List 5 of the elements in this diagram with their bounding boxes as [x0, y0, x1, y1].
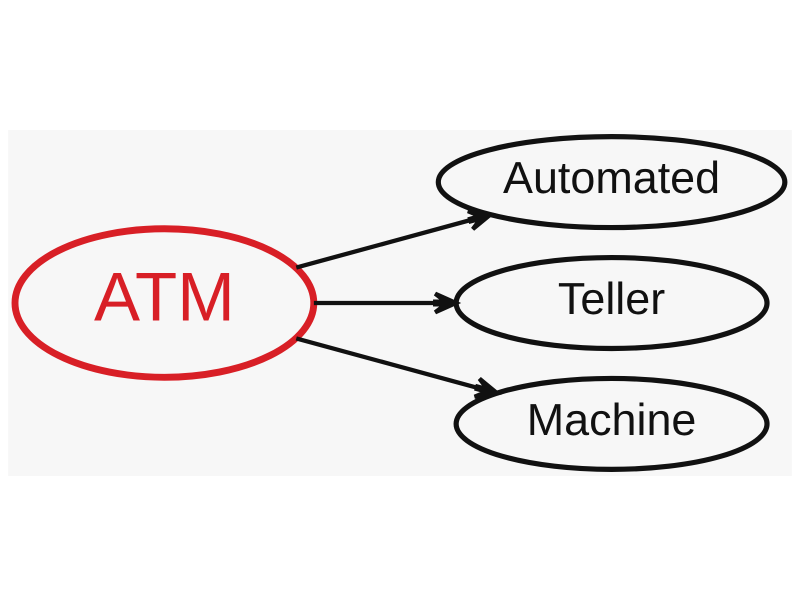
arrow — [296, 336, 500, 398]
arrow — [296, 208, 492, 270]
node-ellipse: Teller — [454, 254, 770, 351]
arrow — [314, 291, 458, 314]
node-ellipse: ATM — [12, 224, 318, 380]
